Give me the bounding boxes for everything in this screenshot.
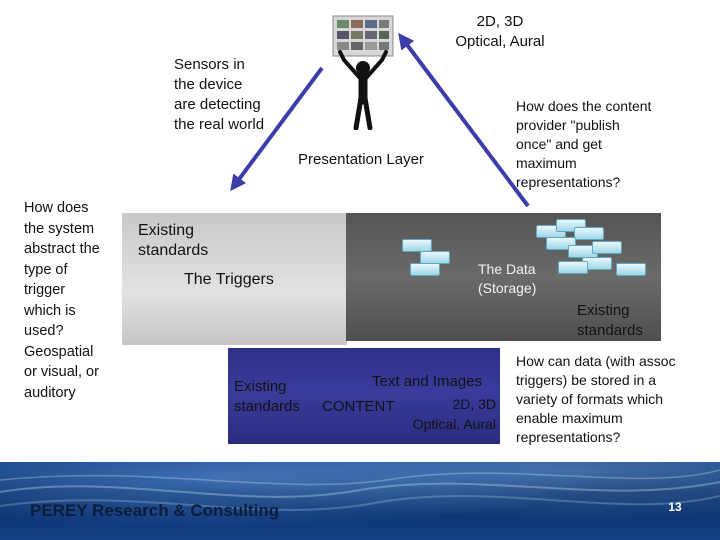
database-icon xyxy=(558,261,588,274)
publish-question-label: How does the content provider "publish o… xyxy=(516,98,652,190)
triggers-label: The Triggers xyxy=(184,271,274,288)
presentation-layer-label: Presentation Layer xyxy=(298,151,424,168)
content-label: CONTENT xyxy=(322,398,395,415)
database-icon xyxy=(402,239,432,252)
footer-banner xyxy=(0,462,720,540)
arrow-to-sensors xyxy=(230,66,324,192)
content-box xyxy=(228,348,500,444)
person-holding-screens-illustration xyxy=(332,15,394,130)
database-icon xyxy=(592,241,622,254)
database-icon xyxy=(410,263,440,276)
arrow-from-data-to-screens xyxy=(398,32,530,208)
content-existing-standards-label: Existing standards xyxy=(234,378,300,415)
footer-brand: PEREY Research & Consulting xyxy=(30,501,280,520)
triggers-existing-standards-label: Existing standards xyxy=(138,222,209,259)
storage-question-label: How can data (with assoc triggers) be st… xyxy=(516,353,676,445)
top-modalities-label: 2D, 3D Optical, Aural xyxy=(455,13,545,50)
abstract-question-label: How does the system abstract the type of… xyxy=(24,200,100,401)
content-modalities-label: 2D, 3D Optical, Aural xyxy=(412,396,496,432)
database-icon xyxy=(574,227,604,240)
sensors-label: Sensors in the device are detecting the … xyxy=(174,56,265,133)
database-icon xyxy=(616,263,646,276)
data-existing-standards-label: Existing standards xyxy=(577,302,643,339)
text-images-label: Text and Images xyxy=(372,373,483,390)
footer-glow xyxy=(0,462,720,540)
page-number: 13 xyxy=(668,500,682,514)
triggers-box xyxy=(122,213,347,345)
data-storage-label: The Data (Storage) xyxy=(478,261,537,296)
footer-wave-graphic xyxy=(0,469,720,511)
data-storage-box xyxy=(346,213,661,341)
